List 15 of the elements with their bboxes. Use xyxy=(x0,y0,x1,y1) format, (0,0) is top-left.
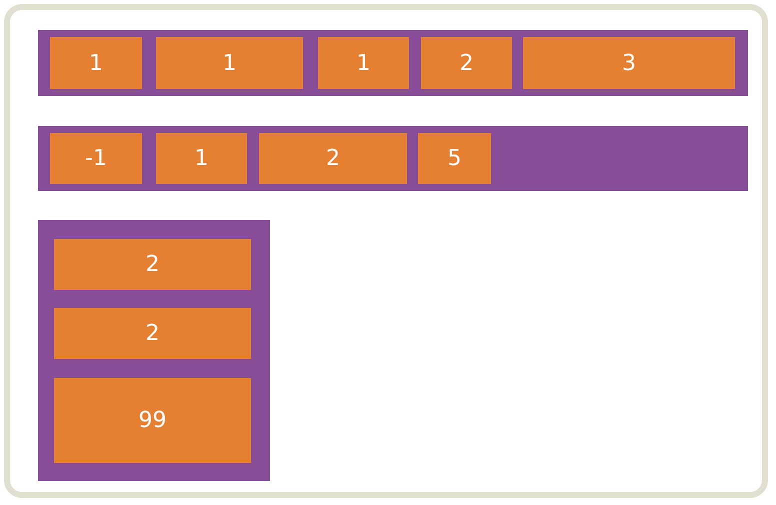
flex-item: 1 xyxy=(156,37,303,89)
flex-item: 1 xyxy=(318,37,409,89)
flex-item: 2 xyxy=(54,239,251,290)
flex-container xyxy=(38,30,748,96)
flex-container xyxy=(38,126,748,191)
flex-item: 2 xyxy=(421,37,512,89)
flex-item: 2 xyxy=(54,308,251,359)
flex-item: 1 xyxy=(156,133,247,184)
flex-item: 5 xyxy=(418,133,491,184)
flex-item: -1 xyxy=(50,133,142,184)
flex-container xyxy=(38,220,270,481)
flex-item: 1 xyxy=(50,37,142,89)
flex-item: 2 xyxy=(259,133,407,184)
flex-item: 3 xyxy=(523,37,735,89)
flex-item: 99 xyxy=(54,378,251,463)
